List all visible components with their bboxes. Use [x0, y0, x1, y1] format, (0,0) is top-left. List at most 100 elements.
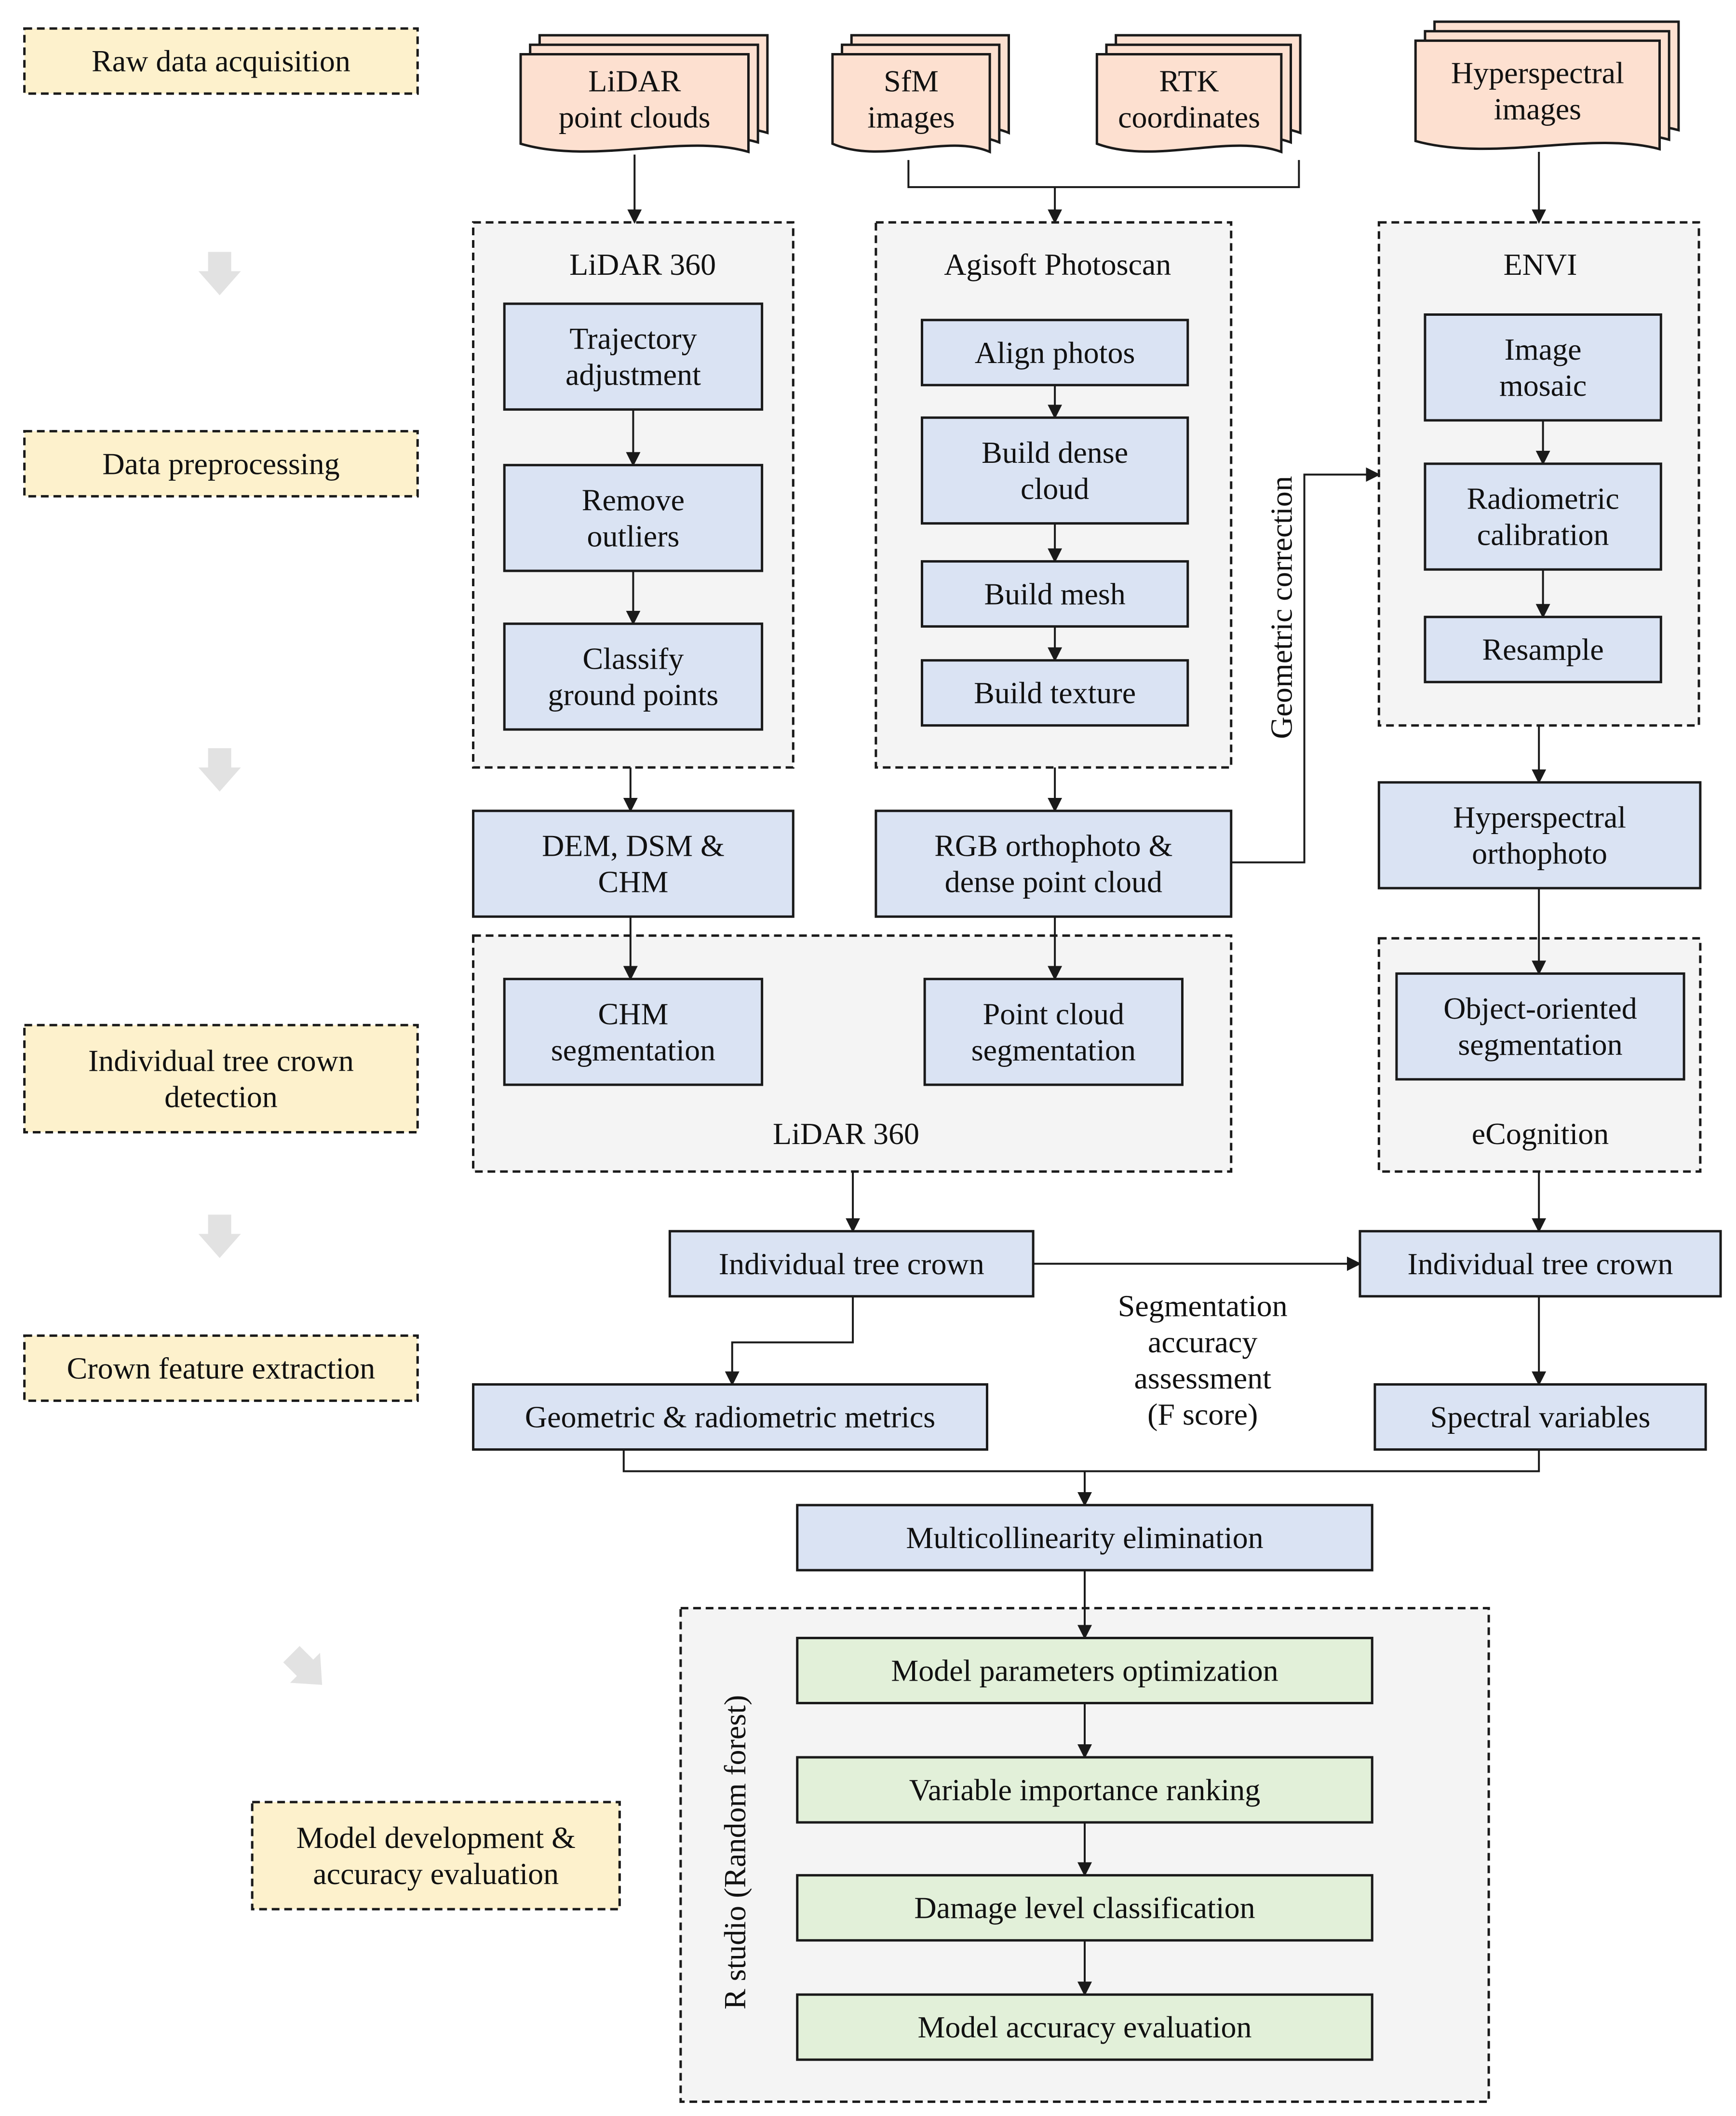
- step-rgb-orthophoto-text-2: dense point cloud: [945, 865, 1162, 899]
- stage-itcd-text-2: detection: [164, 1079, 278, 1114]
- segmentation-accuracy-label-text-3: assessment: [1134, 1361, 1271, 1395]
- step-build-dense-cloud-text-1: Build dense: [982, 435, 1128, 470]
- stage-raw-text: Raw data acquisition: [92, 44, 350, 78]
- step-chm-segmentation-box: [503, 978, 764, 1086]
- step-multicollinearity-elimination-text: Multicollinearity elimination: [906, 1521, 1263, 1555]
- step-model-accuracy-evaluation: Model accuracy evaluation: [796, 1993, 1373, 2061]
- group-lidar360-seg-title-text: LiDAR 360: [773, 1117, 919, 1151]
- step-build-dense-cloud-text-2: cloud: [1021, 472, 1089, 506]
- step-image-mosaic-text-2: mosaic: [1499, 368, 1587, 403]
- segmentation-accuracy-label-text-4: (F score): [1147, 1397, 1258, 1431]
- step-geometric-radiometric-metrics-box: [472, 1383, 988, 1451]
- step-align-photos-box: [921, 319, 1189, 387]
- stage-model: Model development &accuracy evaluation: [251, 1801, 621, 1911]
- stage-itcd-text-1: Individual tree crown: [88, 1043, 354, 1078]
- step-classify-ground-text-1: Classify: [583, 641, 684, 675]
- step-resample: Resample: [1424, 616, 1662, 684]
- step-itc-right: Individual tree crown: [1359, 1230, 1722, 1298]
- stage-cfe-text: Crown feature extraction: [67, 1351, 376, 1385]
- geometric-correction-label: Geometric correction: [1264, 476, 1298, 739]
- input-sfm-text-2: images: [867, 100, 955, 134]
- step-variable-importance-ranking-box: [796, 1756, 1373, 1824]
- stage-model-text-1: Model development &: [296, 1820, 576, 1855]
- stage-raw-box: [23, 27, 419, 95]
- group-agisoft-title-text: Agisoft Photoscan: [944, 247, 1171, 282]
- step-itc-right-text: Individual tree crown: [1408, 1247, 1673, 1281]
- stage-model-text-2: accuracy evaluation: [313, 1857, 559, 1891]
- input-hyper-sheet-1: [1414, 39, 1661, 151]
- step-resample-text: Resample: [1482, 633, 1603, 667]
- input-lidar-sheet-1: [519, 53, 750, 154]
- group-ecognition-title-text: eCognition: [1472, 1117, 1609, 1151]
- stage-cfe: Crown feature extraction: [23, 1334, 419, 1402]
- step-object-oriented-segmentation-box: [1395, 972, 1685, 1081]
- step-remove-outliers-box: [503, 464, 764, 572]
- stage-raw: Raw data acquisition: [23, 27, 419, 95]
- step-build-mesh: Build mesh: [921, 560, 1189, 628]
- step-radiometric-calibration-text-2: calibration: [1477, 518, 1609, 552]
- step-hyperspectral-orthophoto-box: [1377, 781, 1702, 890]
- step-hyperspectral-orthophoto-text-2: orthophoto: [1472, 836, 1607, 871]
- join-metrics-spectral: [622, 1449, 1540, 1472]
- step-rgb-orthophoto: RGB orthophoto &dense point cloud: [875, 809, 1233, 918]
- step-variable-importance-ranking: Variable importance ranking: [796, 1756, 1373, 1824]
- step-dem-dsm-chm-text-2: CHM: [598, 865, 669, 899]
- step-model-accuracy-evaluation-box: [796, 1993, 1373, 2061]
- step-align-photos: Align photos: [921, 319, 1189, 387]
- step-model-parameters-optimization: Model parameters optimization: [796, 1637, 1373, 1704]
- group-envi-title-text: ENVI: [1504, 247, 1577, 282]
- step-chm-segmentation-text-2: segmentation: [551, 1033, 715, 1067]
- step-itc-right-box: [1359, 1230, 1722, 1298]
- stage-flow-arrow-2: [198, 748, 241, 792]
- step-classify-ground-text-2: ground points: [548, 677, 719, 712]
- group-lidar360-top-title-text: LiDAR 360: [569, 247, 716, 282]
- step-rgb-orthophoto-text-1: RGB orthophoto &: [934, 829, 1172, 863]
- stage-cfe-box: [23, 1334, 419, 1402]
- step-resample-box: [1424, 616, 1662, 684]
- segmentation-accuracy-label-text-1: Segmentation: [1118, 1289, 1288, 1323]
- group-rstudio-title-text: R studio (Random forest): [718, 1695, 752, 2009]
- step-point-cloud-segmentation-text-2: segmentation: [971, 1033, 1136, 1067]
- step-damage-level-classification: Damage level classification: [796, 1874, 1373, 1942]
- stage-pre: Data preprocessing: [23, 430, 419, 498]
- step-rgb-orthophoto-box: [875, 809, 1233, 918]
- step-damage-level-classification-box: [796, 1874, 1373, 1942]
- input-lidar-text-2: point clouds: [559, 100, 711, 134]
- input-hyper-text-1: Hyperspectral: [1451, 55, 1624, 90]
- step-object-oriented-segmentation-text-2: segmentation: [1458, 1027, 1622, 1062]
- stage-flow-arrow-3: [198, 1214, 241, 1258]
- step-model-parameters-optimization-box: [796, 1637, 1373, 1704]
- step-image-mosaic-text-1: Image: [1505, 332, 1582, 366]
- step-trajectory-adjustment-text-2: adjustment: [565, 358, 701, 392]
- step-build-mesh-text: Build mesh: [984, 577, 1125, 611]
- step-multicollinearity-elimination: Multicollinearity elimination: [796, 1504, 1373, 1572]
- step-model-parameters-optimization-text: Model parameters optimization: [891, 1654, 1278, 1688]
- input-lidar-text-1: LiDAR: [588, 64, 681, 98]
- input-sfm-sheet-1: [831, 53, 991, 154]
- step-radiometric-calibration-box: [1424, 462, 1662, 571]
- step-dem-dsm-chm-box: [472, 809, 794, 918]
- stage-pre-text: Data preprocessing: [102, 446, 339, 481]
- step-geometric-radiometric-metrics: Geometric & radiometric metrics: [472, 1383, 988, 1451]
- step-object-oriented-segmentation-text-1: Object-oriented: [1443, 991, 1637, 1025]
- step-build-dense-cloud-box: [921, 416, 1189, 525]
- step-geometric-radiometric-metrics-text: Geometric & radiometric metrics: [525, 1400, 935, 1434]
- step-itc-left-text: Individual tree crown: [719, 1247, 984, 1281]
- step-dem-dsm-chm: DEM, DSM &CHM: [472, 809, 794, 918]
- input-rtk-sheet-1: [1095, 53, 1283, 154]
- stage-pre-box: [23, 430, 419, 498]
- stage-itcd-box: [23, 1024, 419, 1133]
- step-image-mosaic-box: [1424, 313, 1662, 422]
- step-itc-left-box: [668, 1230, 1035, 1298]
